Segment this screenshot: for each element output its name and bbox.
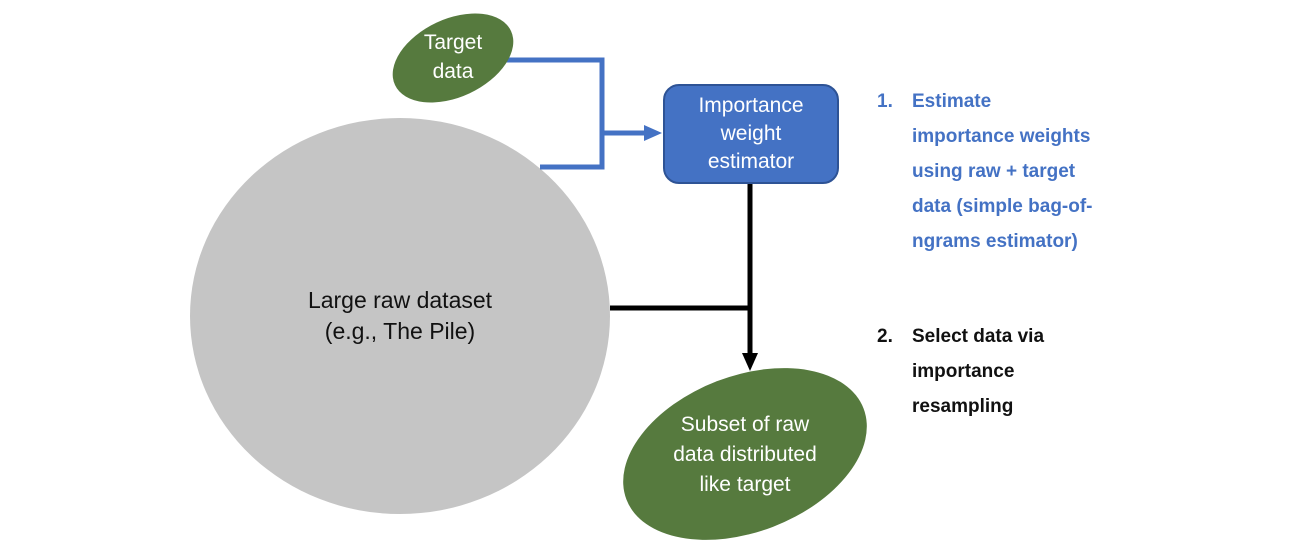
node-importance-weight-estimator: Importance weight estimator [663, 84, 839, 184]
steps-list: 1. Estimate importance weights using raw… [877, 84, 1197, 424]
step-2-number: 2. [877, 326, 893, 347]
blue-connector [506, 57, 662, 170]
black-connector [610, 181, 758, 371]
step-2-select: 2. Select data via importance resampling [877, 319, 1197, 424]
estimator-label: Importance weight estimator [698, 94, 804, 173]
node-subset [598, 335, 892, 550]
raw-dataset-label: Large raw dataset (e.g., The Pile) [307, 287, 493, 344]
step-1-text: Estimate importance weights using raw + … [912, 91, 1093, 252]
blue-arrowhead-icon [644, 125, 662, 141]
node-raw-dataset: Large raw dataset (e.g., The Pile) [190, 118, 610, 514]
step-2-text: Select data via importance resampling [912, 326, 1045, 417]
step-1-number: 1. [877, 91, 893, 112]
blue-elbow-line [506, 57, 605, 170]
black-arrowhead-icon [742, 353, 758, 371]
node-target-data [378, 0, 528, 121]
step-1-estimate: 1. Estimate importance weights using raw… [877, 84, 1197, 259]
